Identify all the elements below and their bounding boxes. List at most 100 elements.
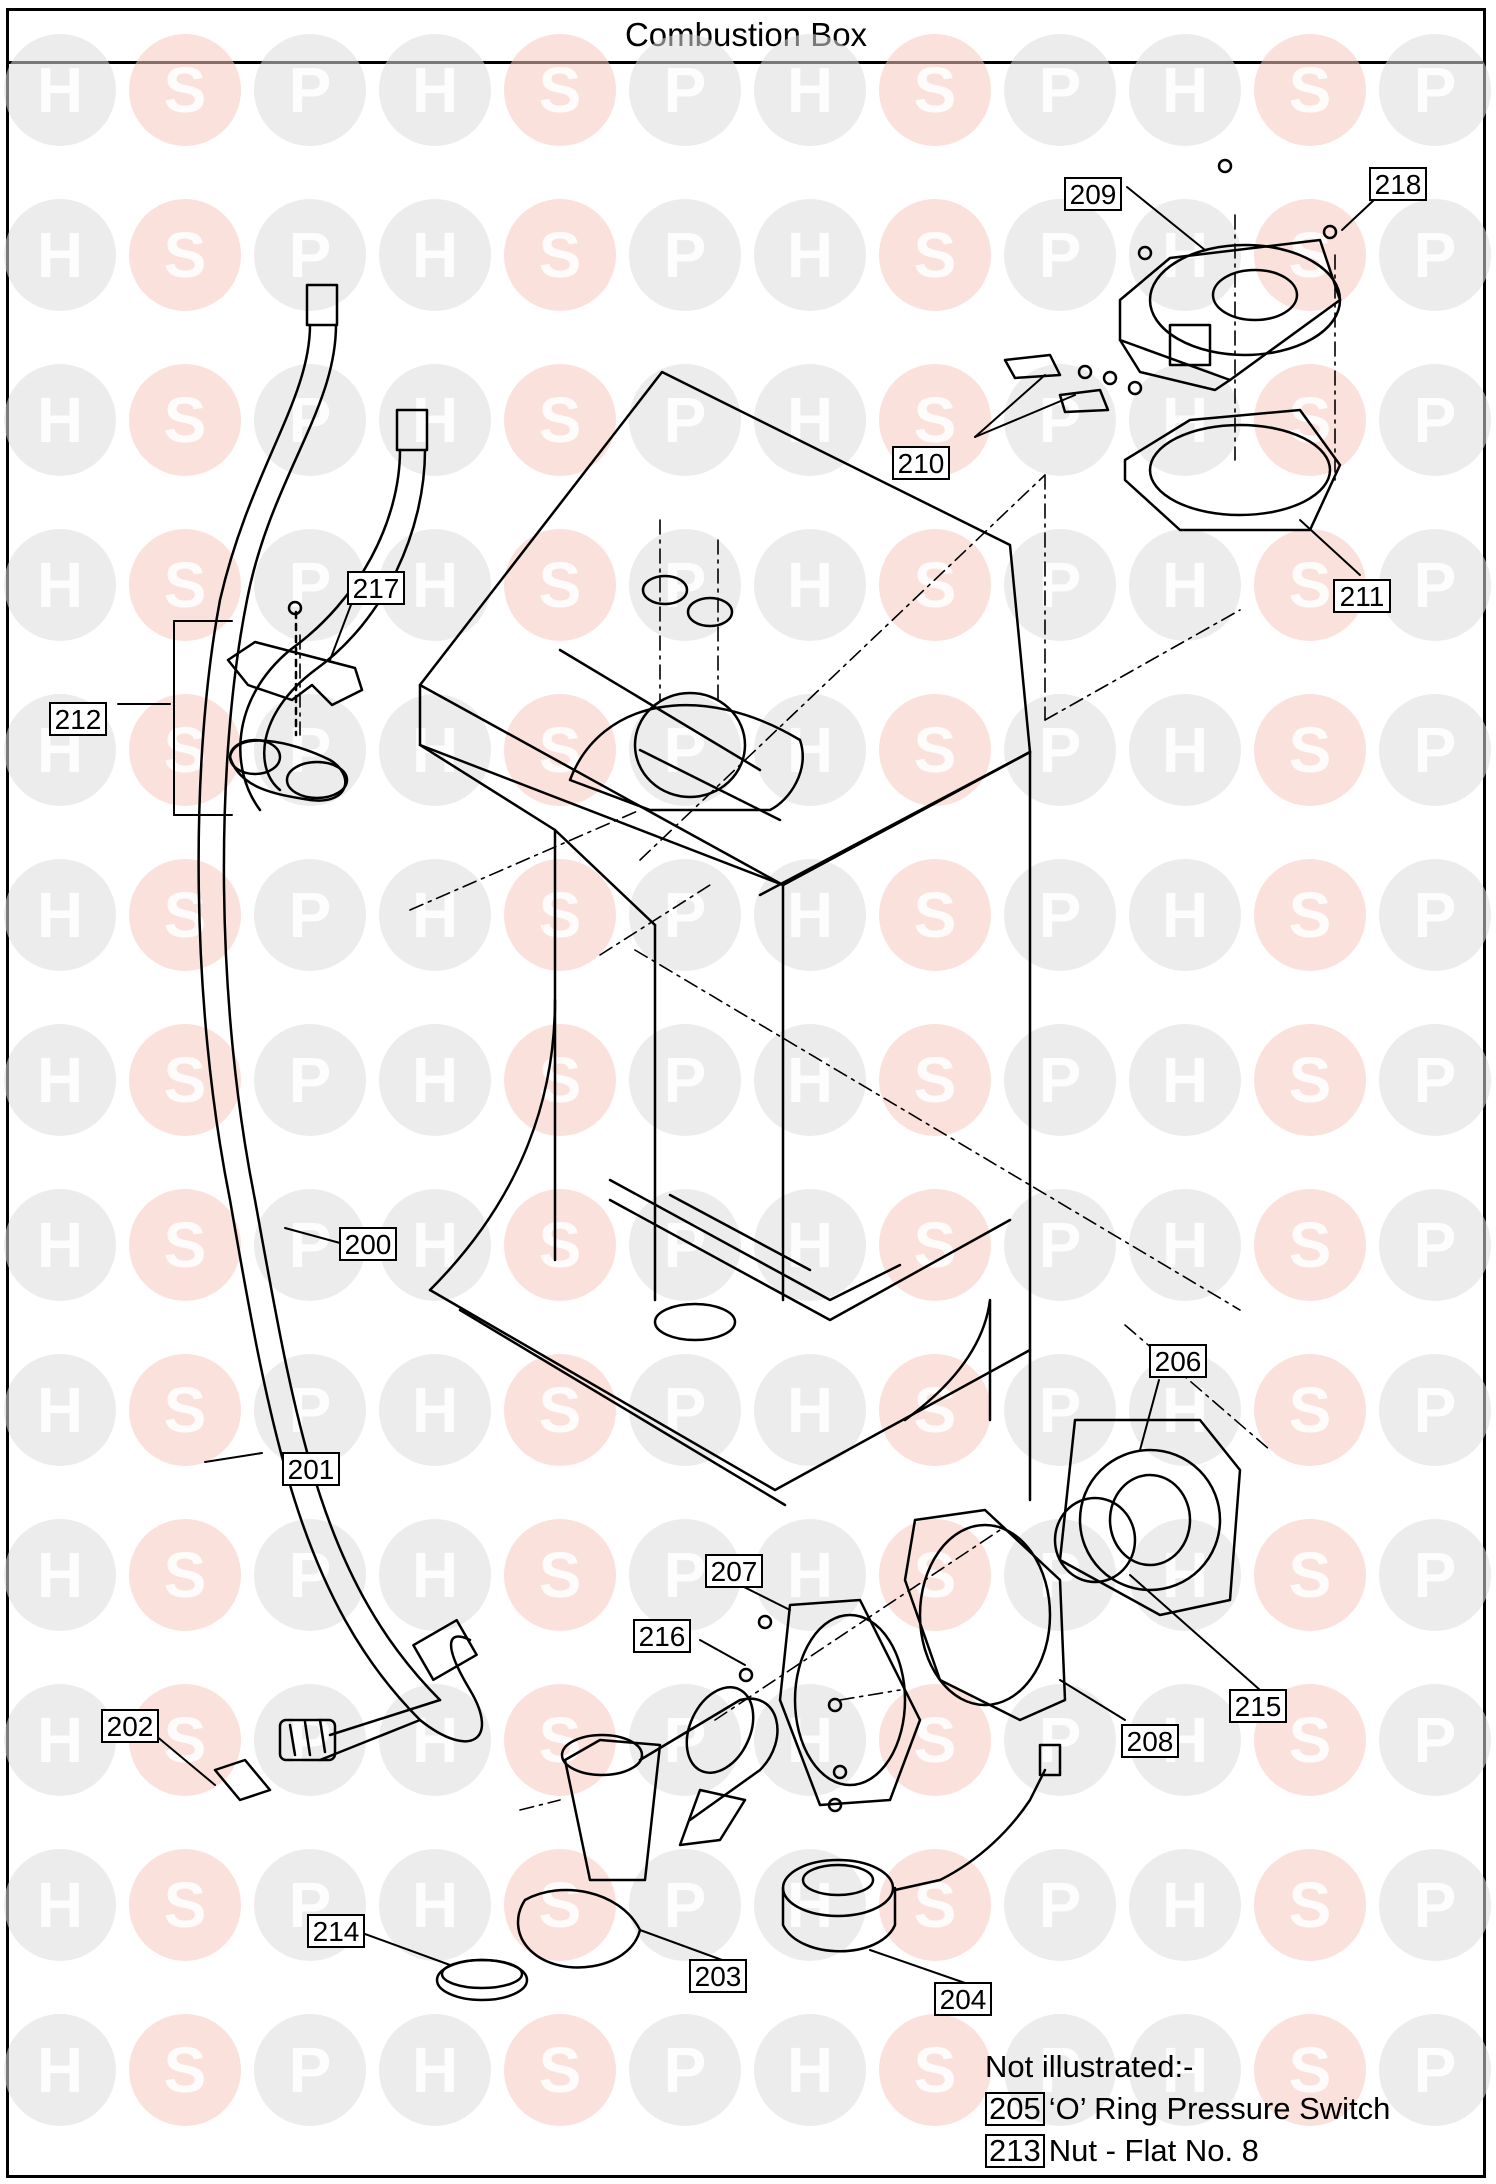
watermark-circle [629, 1849, 741, 1961]
watermark-circle [754, 199, 866, 311]
watermark-letter: P [1414, 2034, 1457, 2106]
part-label-206: 206 [1155, 1346, 1202, 1377]
watermark-letter: S [914, 54, 957, 126]
watermark-circle [1379, 1024, 1491, 1136]
watermark-letter: P [1039, 879, 1082, 951]
pressure-switch [781, 1743, 1062, 1953]
watermark-circle [4, 859, 116, 971]
watermark-letter: H [787, 879, 833, 951]
watermark-letter: S [914, 384, 957, 456]
watermark-circle [254, 1189, 366, 1301]
watermark-letter: H [412, 54, 458, 126]
watermark-circle [1254, 34, 1366, 146]
watermark-letter: P [664, 879, 707, 951]
part-label-208: 208 [1127, 1726, 1174, 1757]
watermark-circle [754, 529, 866, 641]
screws [287, 158, 1338, 1813]
watermark-circle [254, 1684, 366, 1796]
watermark-letter: H [1162, 1209, 1208, 1281]
watermark-letter: H [37, 1539, 83, 1611]
part-label-204: 204 [940, 1984, 987, 2015]
watermark-letter: S [539, 714, 582, 786]
watermark-letter: S [1289, 714, 1332, 786]
watermark-letter: S [914, 1704, 957, 1776]
watermark-letter: S [914, 1869, 957, 1941]
watermark-circle [1254, 1189, 1366, 1301]
watermark-circle [754, 2014, 866, 2126]
watermark-letter: S [1289, 1044, 1332, 1116]
watermark-letter: H [412, 1704, 458, 1776]
watermark-circle [629, 364, 741, 476]
watermark-letter: H [37, 1869, 83, 1941]
watermark-letter: S [914, 879, 957, 951]
watermark-letter: P [289, 1044, 332, 1116]
watermark-letter: S [164, 1209, 207, 1281]
watermark-circle [1379, 529, 1491, 641]
watermark-circle [129, 859, 241, 971]
watermark-circle [879, 1024, 991, 1136]
watermark-circle [1379, 859, 1491, 971]
part-label-box [282, 1452, 340, 1486]
watermark-circle [504, 1849, 616, 1961]
watermark-letter: H [412, 879, 458, 951]
watermark-circle [379, 364, 491, 476]
watermark-letter: S [164, 1704, 207, 1776]
watermark-circle [1129, 694, 1241, 806]
watermark-letter: P [664, 1044, 707, 1116]
watermark-circle [1004, 199, 1116, 311]
watermark-letter: S [164, 1869, 207, 1941]
watermark-circle [4, 1189, 116, 1301]
watermark-letter: S [539, 54, 582, 126]
watermark-letter: P [664, 1704, 707, 1776]
watermark-circle [1129, 859, 1241, 971]
watermark-circle [4, 199, 116, 311]
watermark-letter: H [1162, 1374, 1208, 1446]
part-label-box [1369, 167, 1427, 201]
watermark-circle [1379, 1684, 1491, 1796]
watermark-circle [379, 1189, 491, 1301]
watermark-circle [629, 859, 741, 971]
watermark-letter: S [539, 1044, 582, 1116]
part-label-box [892, 446, 950, 480]
watermark-letter: H [412, 2034, 458, 2106]
watermark-circle [879, 34, 991, 146]
watermark-letter: S [164, 54, 207, 126]
venturi-seal [435, 1958, 529, 2002]
watermark-letter: P [289, 2034, 332, 2106]
watermark-letter: P [1414, 1539, 1457, 1611]
watermark-letter: S [1289, 2034, 1332, 2106]
watermark-letter: H [37, 1704, 83, 1776]
watermark-circle [254, 199, 366, 311]
watermark-circle [129, 199, 241, 311]
watermark-circle [379, 1849, 491, 1961]
watermark-circle [379, 199, 491, 311]
part-label-box [934, 1982, 992, 2016]
watermark-letter: P [289, 1704, 332, 1776]
watermark-circle [879, 694, 991, 806]
watermark-circle [1129, 364, 1241, 476]
watermark-circle [4, 2014, 116, 2126]
watermark-circle [879, 2014, 991, 2126]
watermark-circle [4, 529, 116, 641]
watermark-letter: H [412, 384, 458, 456]
part-label-box [689, 1959, 747, 1993]
watermark-circle [754, 1684, 866, 1796]
watermark-circle [1129, 529, 1241, 641]
watermark-letter: P [1414, 714, 1457, 786]
watermark-circle [1004, 1519, 1116, 1631]
watermark-circle [1004, 1684, 1116, 1796]
watermark-circle [1129, 1024, 1241, 1136]
watermark-letter: S [539, 1539, 582, 1611]
watermark-letter: H [412, 1209, 458, 1281]
watermark-circle [879, 1519, 991, 1631]
watermark-letter: H [37, 1209, 83, 1281]
part-label-203: 203 [695, 1961, 742, 1992]
watermark-letter: H [412, 1374, 458, 1446]
watermark-circle [1379, 2014, 1491, 2126]
watermark-circle [504, 364, 616, 476]
watermark-circle [379, 529, 491, 641]
watermark-letter: H [787, 2034, 833, 2106]
fan-gasket [1123, 408, 1342, 532]
watermark-letter: S [1289, 54, 1332, 126]
